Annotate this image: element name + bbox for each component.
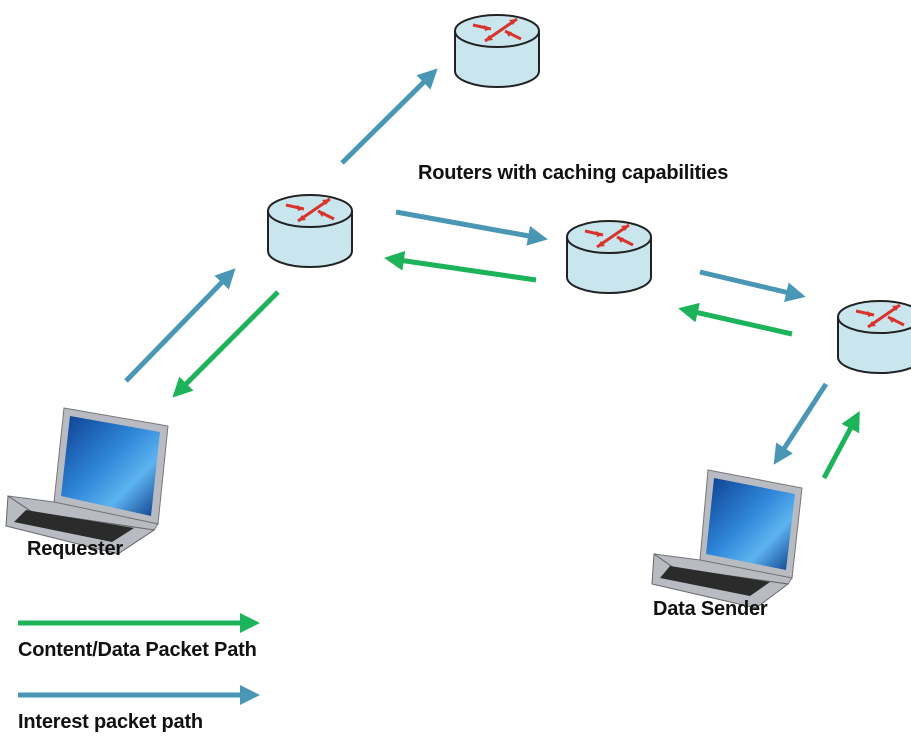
content-arrow: [172, 290, 280, 398]
interest-arrow: [124, 268, 236, 383]
interest-arrows: [18, 68, 829, 705]
content-arrow: [678, 302, 793, 337]
content-arrow: [821, 410, 860, 480]
laptop-icon: [5, 407, 169, 555]
router-icon: [565, 219, 653, 295]
interest-arrow: [773, 382, 829, 465]
router-icon: [266, 193, 354, 269]
content-arrow: [384, 250, 537, 283]
interest-arrow: [395, 209, 548, 246]
content-arrows: [18, 250, 860, 633]
router-icon: [453, 13, 541, 89]
requester-label: Requester: [27, 538, 124, 560]
router-icon: [836, 299, 911, 375]
data-sender-label: Data Sender: [653, 598, 768, 620]
legend-interest-label: Interest packet path: [18, 711, 203, 733]
interest-arrow: [699, 269, 806, 302]
laptop-icon: [651, 469, 803, 609]
routers-caption: Routers with caching capabilities: [418, 162, 729, 184]
interest-arrow: [340, 68, 438, 165]
legend-content-label: Content/Data Packet Path: [18, 639, 257, 661]
